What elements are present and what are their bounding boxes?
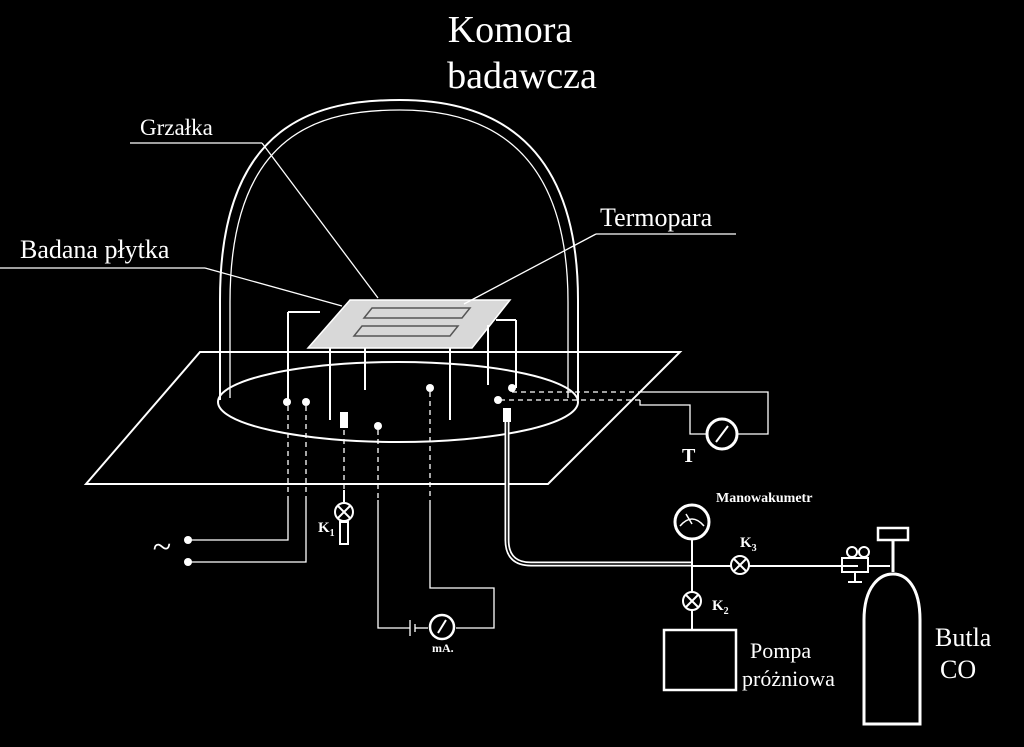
bell-jar-dome <box>219 98 579 400</box>
title-line-2: badawcza <box>447 55 597 97</box>
valve-k3-label: K3 <box>740 535 757 554</box>
valve-k1-label: K1 <box>318 520 335 539</box>
thermometer-gauge <box>705 417 739 451</box>
plate-label: Badana płytka <box>20 235 170 264</box>
ac-supply-wiring <box>190 500 307 563</box>
vacuum-pipe <box>504 422 692 567</box>
pump-label-line-2: próżniowa <box>742 666 835 691</box>
bell-jar-rim <box>217 361 579 443</box>
test-plate <box>306 299 512 349</box>
thermometer-circuit <box>639 391 769 435</box>
title-line-1: Komora <box>448 9 573 51</box>
bell-jar-dome-inner <box>229 109 569 398</box>
thermocouple-label: Termopara <box>600 203 713 232</box>
ammeter-circuit <box>377 500 495 636</box>
vacuum-gauge-label: Manowakumetr <box>716 491 812 506</box>
valve-k2 <box>682 590 702 630</box>
ac-source-symbol: ~ <box>153 529 171 566</box>
vacuum-gauge <box>673 503 711 541</box>
bottle-label-line-1: Butla <box>935 623 992 652</box>
pressure-regulator <box>841 546 890 583</box>
valve-k3 <box>730 555 750 575</box>
hidden-connections <box>287 391 640 500</box>
vacuum-pump <box>662 628 738 692</box>
pump-label-line-1: Pompa <box>750 638 811 663</box>
heater-element <box>352 307 472 337</box>
valve-k2-label: K2 <box>712 598 729 617</box>
valve-k1 <box>334 490 354 545</box>
bottle-label-line-2: CO <box>940 655 976 684</box>
thermometer-label: T <box>682 445 696 467</box>
leader-lines <box>0 142 736 307</box>
base-platform <box>83 351 683 485</box>
co-gas-bottle <box>862 526 922 726</box>
ammeter-label: mA. <box>432 641 454 655</box>
gas-manifold <box>691 540 858 590</box>
plate-supports <box>287 311 517 420</box>
feedthrough-terminals <box>283 384 516 430</box>
ac-terminals <box>184 536 192 566</box>
ammeter-gauge <box>428 613 456 641</box>
heater-label: Grzałka <box>140 115 213 140</box>
